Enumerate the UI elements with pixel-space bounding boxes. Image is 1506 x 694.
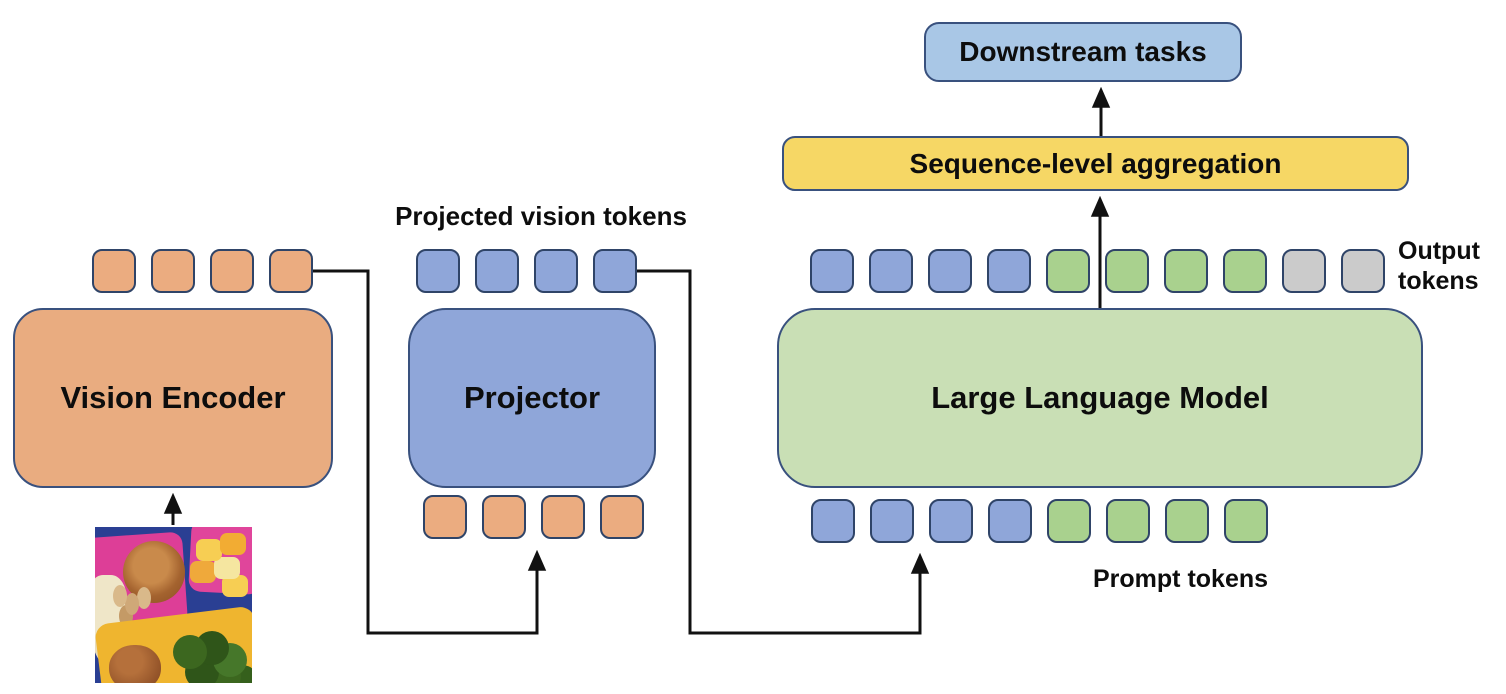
orange-token [151, 249, 195, 293]
projector-box: Projector [408, 308, 656, 488]
orange-token [600, 495, 644, 539]
almonds [113, 585, 127, 607]
blue-token [475, 249, 519, 293]
roast-meat [123, 541, 185, 603]
blue-token [810, 249, 854, 293]
prompt-tokens-label: Prompt tokens [1093, 565, 1269, 593]
orange-token [423, 495, 467, 539]
output-tokens-label: Output tokens [1398, 237, 1480, 295]
green-token [1223, 249, 1267, 293]
orange-token [269, 249, 313, 293]
large-language-model-label: Large Language Model [931, 380, 1269, 415]
projector-label: Projector [463, 380, 601, 415]
llm-output-token-row [810, 249, 1385, 293]
llm-prompt-token-row [811, 499, 1268, 543]
green-token [1046, 249, 1090, 293]
gray-token [1341, 249, 1385, 293]
blue-token [929, 499, 973, 543]
blue-token [988, 499, 1032, 543]
vision-encoder-label: Vision Encoder [60, 380, 286, 415]
gray-token [1282, 249, 1326, 293]
sequence-level-aggregation-box: Sequence-level aggregation [782, 136, 1409, 191]
blue-token [811, 499, 855, 543]
blue-token [416, 249, 460, 293]
projected-vision-tokens-label: Projected vision tokens [395, 201, 687, 231]
blue-token [870, 499, 914, 543]
green-token [1164, 249, 1208, 293]
green-token [1165, 499, 1209, 543]
green-token [1106, 499, 1150, 543]
orange-token [92, 249, 136, 293]
large-language-model-box: Large Language Model [777, 308, 1423, 488]
orange-token [210, 249, 254, 293]
sequence-level-aggregation-label: Sequence-level aggregation [909, 147, 1282, 179]
vision-encoder-box: Vision Encoder [13, 308, 333, 488]
vision-output-token-row [92, 249, 313, 293]
orange-token [541, 495, 585, 539]
broccoli [173, 635, 207, 669]
green-token [1105, 249, 1149, 293]
blue-token [928, 249, 972, 293]
blue-token [534, 249, 578, 293]
blue-token [869, 249, 913, 293]
bento-box-food-photo [95, 527, 252, 683]
green-token [1224, 499, 1268, 543]
green-token [1047, 499, 1091, 543]
blue-token [987, 249, 1031, 293]
projector-input-token-row [423, 495, 644, 539]
orange-token [482, 495, 526, 539]
fruit-chunks [220, 533, 246, 555]
projected-vision-token-row [416, 249, 637, 293]
downstream-tasks-label: Downstream tasks [959, 36, 1207, 67]
meatball [109, 645, 161, 683]
downstream-tasks-box: Downstream tasks [924, 22, 1242, 82]
blue-token [593, 249, 637, 293]
